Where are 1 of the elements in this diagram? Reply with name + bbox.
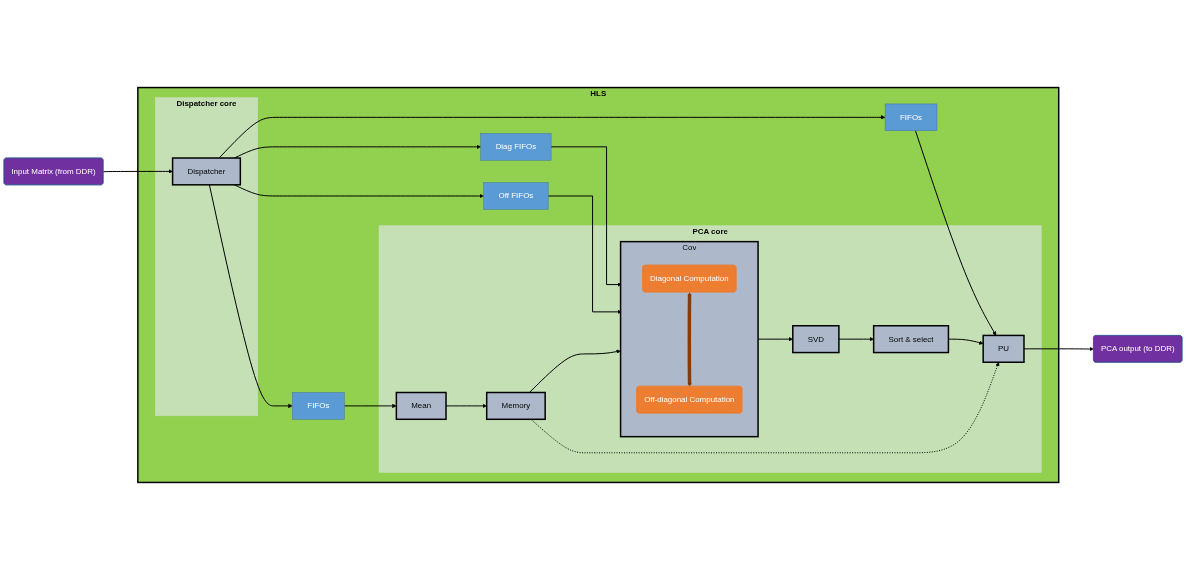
arrow: [687, 292, 692, 387]
